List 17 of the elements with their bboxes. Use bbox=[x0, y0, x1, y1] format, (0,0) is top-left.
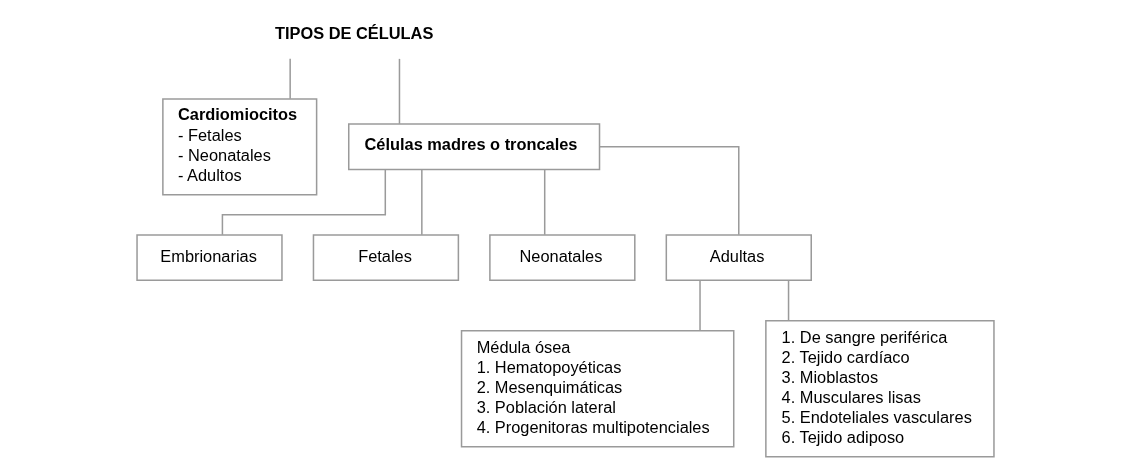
connector bbox=[543, 169, 545, 236]
node-box: Células madres o troncales bbox=[347, 123, 600, 171]
node-box: Médula ósea 1. Hematopoyéticas 2. Mesenquimáticas 3. Población lateral 4. Progenitoras multipotenciales bbox=[460, 330, 734, 448]
node-box: Embrionarias bbox=[135, 234, 283, 282]
connector bbox=[698, 279, 701, 332]
node-box: Fetales bbox=[312, 234, 459, 282]
node-box: Adultas bbox=[665, 234, 812, 282]
node-box: Cardiomiocitos - Fetales - Neonatales - Adultos bbox=[161, 98, 317, 196]
node-box: Neonatales bbox=[488, 234, 636, 282]
connector bbox=[398, 58, 400, 125]
connector bbox=[221, 169, 386, 236]
node-box: 1. De sangre periférica 2. Tejido cardíaco 3. Mioblastos 4. Musculares lisas 5. Endoteliales vasculares 6. Tejido adiposo bbox=[764, 319, 995, 458]
connector bbox=[420, 169, 423, 236]
node-text: TIPOS DE CÉLULAS bbox=[274, 23, 433, 42]
connector bbox=[598, 146, 740, 236]
connector bbox=[787, 279, 789, 322]
connector bbox=[288, 58, 291, 100]
